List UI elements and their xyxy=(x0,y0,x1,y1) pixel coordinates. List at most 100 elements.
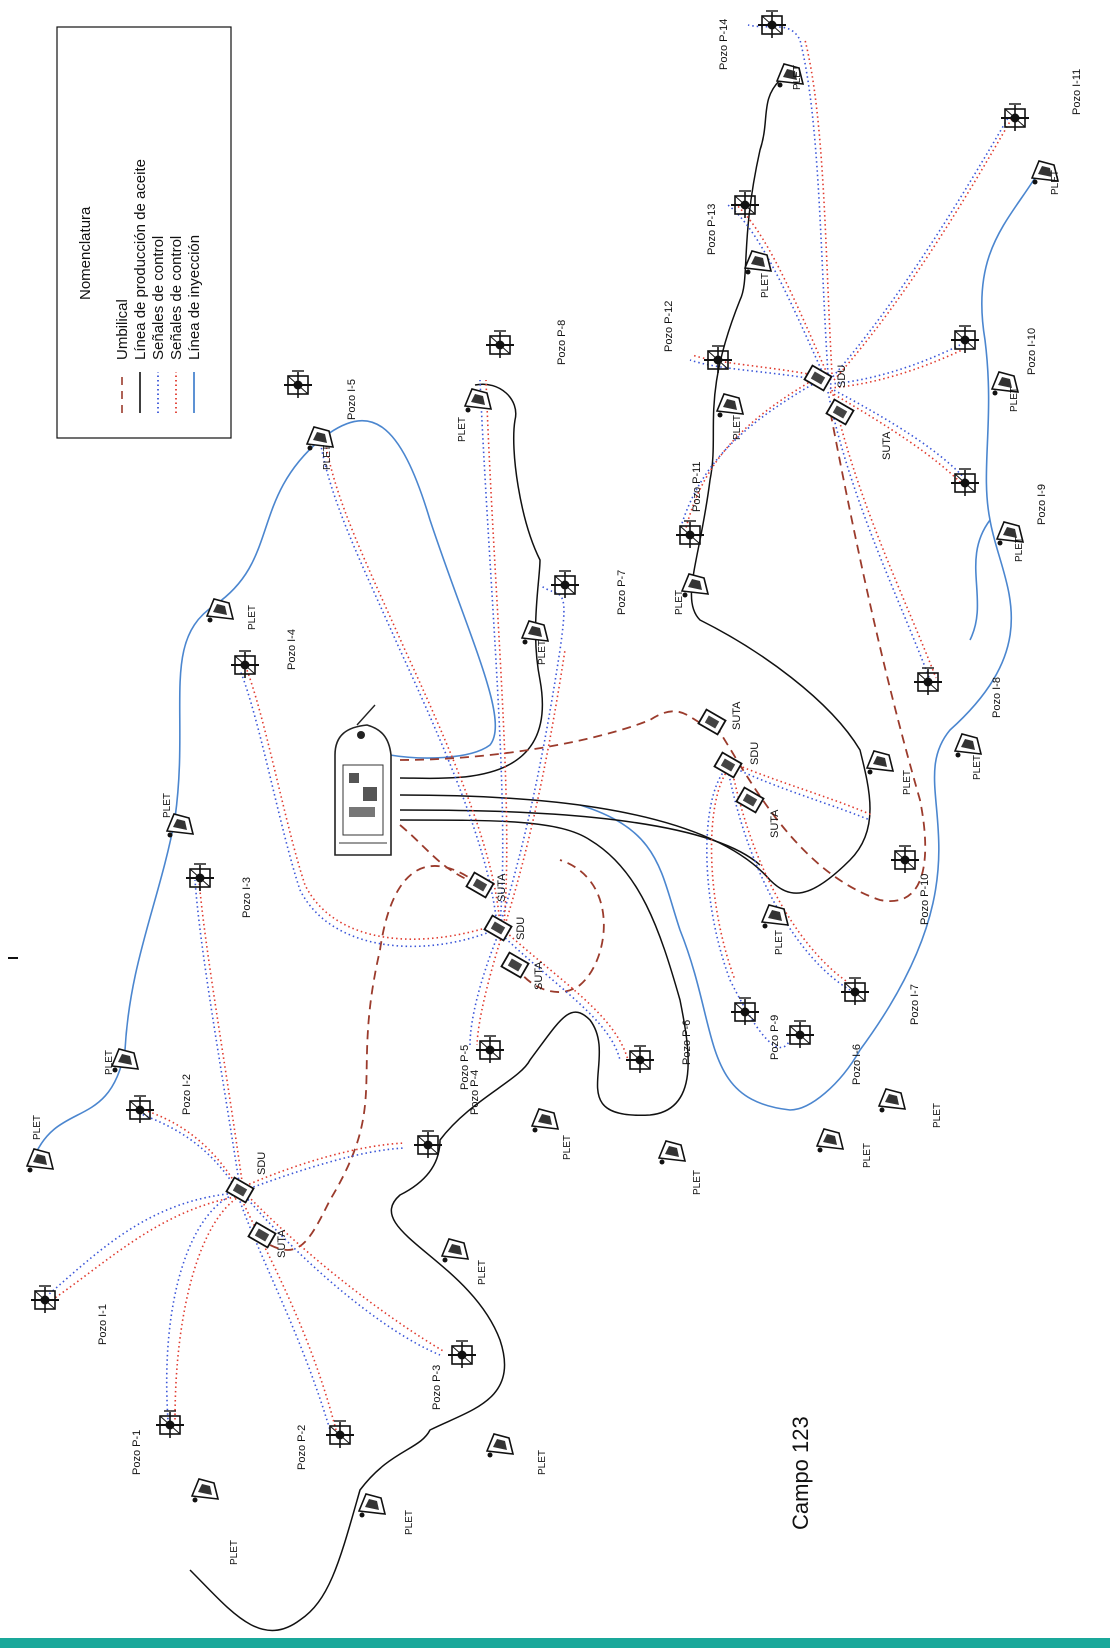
well-i-10: Pozo I-10 xyxy=(950,325,1038,375)
well-p-2: Pozo P-2 xyxy=(296,1420,355,1470)
svg-text:PLET: PLET xyxy=(792,65,803,90)
svg-text:Pozo P-13: Pozo P-13 xyxy=(706,204,718,255)
well-i-3: Pozo I-3 xyxy=(185,863,253,918)
svg-text:Pozo P-8: Pozo P-8 xyxy=(556,320,568,365)
svg-text:SDU: SDU xyxy=(749,742,761,765)
well-p-14: Pozo P-14 xyxy=(718,10,787,70)
well-p-13: Pozo P-13 xyxy=(706,190,760,255)
sdu-unit: SDU xyxy=(803,364,848,392)
control-signal-lines xyxy=(47,24,1013,1431)
plet-marker: PLET xyxy=(954,733,983,780)
svg-text:Pozo P-1: Pozo P-1 xyxy=(131,1430,143,1475)
fpso-vessel xyxy=(334,704,392,856)
svg-text:PLET: PLET xyxy=(862,1143,873,1168)
svg-text:Pozo P-2: Pozo P-2 xyxy=(296,1425,308,1470)
svg-text:Pozo P-14: Pozo P-14 xyxy=(718,19,730,70)
svg-text:PLET: PLET xyxy=(774,930,785,955)
plet-marker: PLET xyxy=(191,1478,240,1565)
svg-text:Pozo I-8: Pozo I-8 xyxy=(991,677,1003,718)
suta-unit: SUTA xyxy=(825,398,893,460)
svg-text:PLET: PLET xyxy=(1050,170,1061,195)
well-p-3: Pozo P-3 xyxy=(431,1340,477,1410)
legend-item-control-blue: Señales de control xyxy=(150,236,167,413)
svg-text:PLET: PLET xyxy=(1014,537,1025,562)
plet-marker: PLET xyxy=(26,1115,54,1174)
well-i-5: Pozo I-5 xyxy=(283,370,358,420)
svg-text:PLET: PLET xyxy=(537,640,548,665)
svg-text:Pozo I-2: Pozo I-2 xyxy=(181,1074,193,1115)
suta-unit: SUTA xyxy=(465,871,508,902)
svg-text:Pozo P-6: Pozo P-6 xyxy=(681,1020,693,1065)
legend-item-production-line: Línea de producción de aceite xyxy=(132,159,149,413)
svg-text:PLET: PLET xyxy=(1009,387,1020,412)
plet-marker: PLET xyxy=(521,620,549,665)
svg-text:Pozo P-5: Pozo P-5 xyxy=(459,1045,471,1090)
svg-text:PLET: PLET xyxy=(902,770,913,795)
plet-marker: PLET xyxy=(162,793,194,839)
svg-text:PLET: PLET xyxy=(457,417,468,442)
svg-text:Pozo P-12: Pozo P-12 xyxy=(663,301,675,352)
well-p-4: Pozo P-4 xyxy=(413,1070,481,1159)
svg-text:Pozo I-7: Pozo I-7 xyxy=(909,984,921,1025)
plet-marker: PLET xyxy=(716,393,744,440)
svg-text:Pozo I-4: Pozo I-4 xyxy=(286,629,298,670)
svg-text:PLET: PLET xyxy=(674,590,685,615)
production-lines xyxy=(189,79,871,1632)
plet-marker: PLET xyxy=(674,573,709,615)
legend: Nomenclatura Umbilical Línea de producci… xyxy=(56,26,232,439)
svg-text:Pozo I-6: Pozo I-6 xyxy=(851,1044,863,1085)
svg-text:SUTA: SUTA xyxy=(533,961,545,990)
umbilical-lines xyxy=(269,409,927,1251)
plet-marker: PLET xyxy=(358,1493,415,1535)
well-i-6: Pozo I-6 xyxy=(785,1020,863,1085)
svg-text:SDU: SDU xyxy=(836,365,848,388)
bottom-accent-bar xyxy=(0,1638,1110,1648)
well-i-1: Pozo I-1 xyxy=(30,1285,109,1345)
well-p-7: Pozo P-7 xyxy=(550,570,628,615)
sdu-unit: SDU xyxy=(225,1152,268,1204)
svg-text:Pozo I-5: Pozo I-5 xyxy=(346,379,358,420)
well-p-5: Pozo P-5 xyxy=(459,1035,505,1090)
wells: Pozo P-1 Pozo P-2 Pozo P-3 Pozo P-4 Pozo… xyxy=(30,10,1083,1475)
plet-marker: PLET xyxy=(486,1433,548,1475)
svg-text:SUTA: SUTA xyxy=(731,701,743,730)
well-p-6: Pozo P-6 xyxy=(625,1020,693,1074)
svg-text:Pozo P-3: Pozo P-3 xyxy=(431,1365,443,1410)
svg-text:PLET: PLET xyxy=(247,605,258,630)
svg-text:SDU: SDU xyxy=(256,1152,268,1175)
svg-text:PLET: PLET xyxy=(404,1510,415,1535)
legend-label-umbilical: Umbilical xyxy=(114,299,131,360)
svg-text:SUTA: SUTA xyxy=(496,873,508,902)
svg-text:Pozo I-11: Pozo I-11 xyxy=(1071,69,1083,115)
svg-text:Pozo I-9: Pozo I-9 xyxy=(1036,484,1048,525)
sdu-unit: SDU xyxy=(713,742,761,779)
suta-unit: SUTA xyxy=(735,786,781,838)
well-p-10: Pozo P-10 xyxy=(890,845,931,925)
svg-text:SUTA: SUTA xyxy=(276,1229,288,1258)
plet-marker: PLET xyxy=(306,426,334,470)
svg-text:PLET: PLET xyxy=(162,793,173,818)
plet-marker: PLET xyxy=(457,388,492,442)
svg-text:PLET: PLET xyxy=(972,755,983,780)
svg-text:PLET: PLET xyxy=(732,415,743,440)
svg-text:PLET: PLET xyxy=(562,1135,573,1160)
plet-marker: PLET xyxy=(658,1140,703,1195)
sdu-suta-units: SDU SUTA SUTA SDU SUTA SUTA SDU SUTA SDU… xyxy=(225,364,893,1258)
sdu-unit: SDU xyxy=(483,914,527,942)
well-p-1: Pozo P-1 xyxy=(131,1410,185,1475)
svg-text:Pozo P-7: Pozo P-7 xyxy=(616,570,628,615)
svg-text:PLET: PLET xyxy=(477,1260,488,1285)
well-i-9: Pozo I-9 xyxy=(950,468,1048,525)
svg-text:Pozo I-1: Pozo I-1 xyxy=(97,1304,109,1345)
svg-text:SDU: SDU xyxy=(515,917,527,940)
legend-label-injection-line: Línea de inyección xyxy=(186,235,203,360)
well-p-8: Pozo P-8 xyxy=(485,320,568,365)
well-p-9: Pozo P-9 xyxy=(730,997,781,1060)
well-i-8: Pozo I-8 xyxy=(913,667,1003,718)
well-i-4: Pozo I-4 xyxy=(230,629,298,679)
svg-text:Pozo I-10: Pozo I-10 xyxy=(1026,328,1038,375)
svg-text:PLET: PLET xyxy=(104,1050,115,1075)
suta-unit: SUTA xyxy=(697,701,743,736)
plet-marker: PLET xyxy=(441,1238,488,1285)
